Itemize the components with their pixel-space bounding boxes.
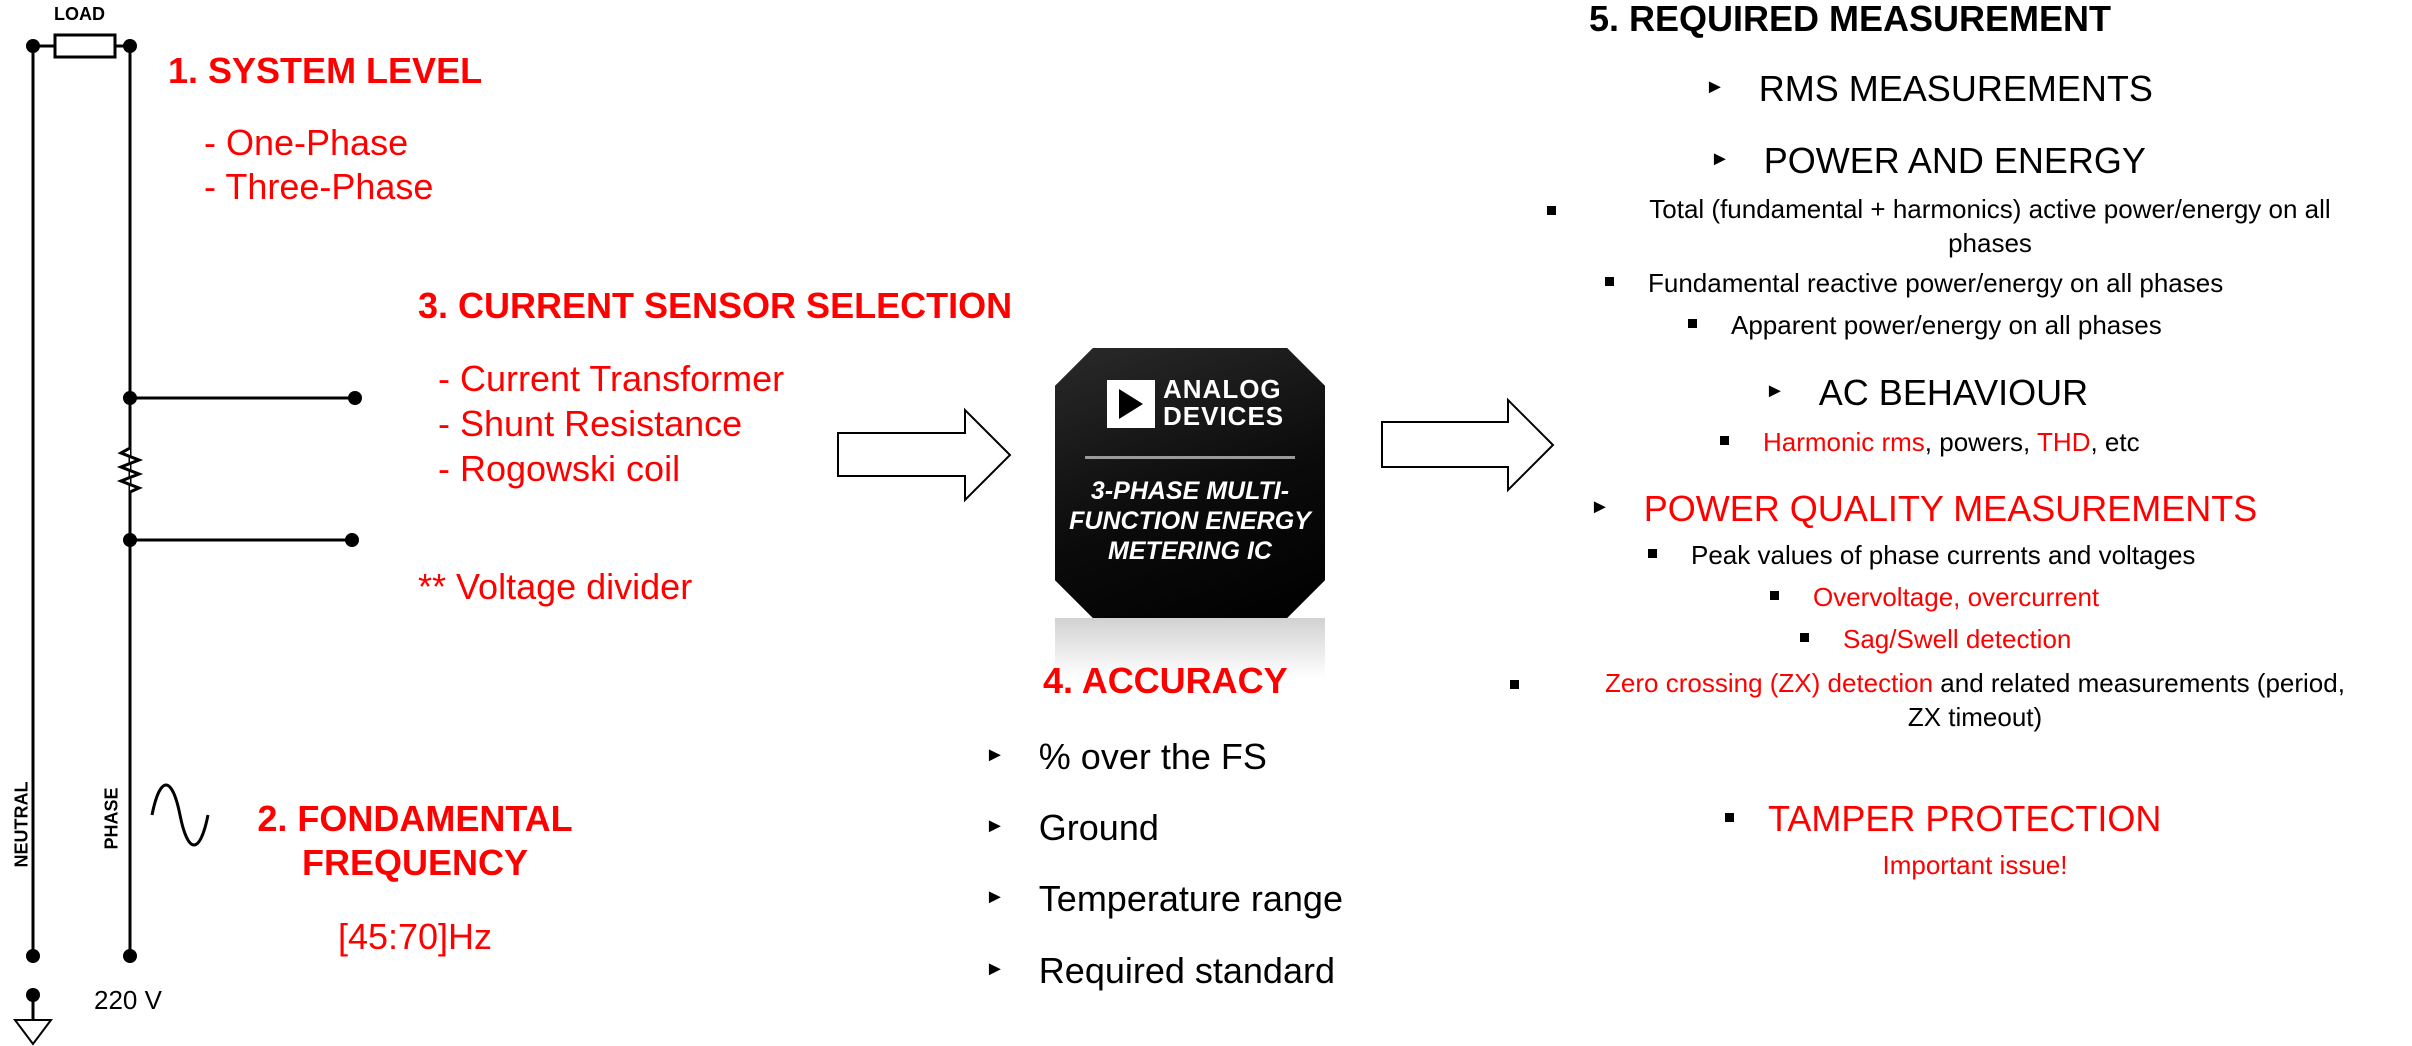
sine-wave-icon xyxy=(150,783,210,847)
square-bullet-icon xyxy=(1648,548,1657,558)
square-bullet-icon xyxy=(1770,590,1779,600)
power-quality-title: ►POWER QUALITY MEASUREMENTS xyxy=(1590,488,2258,529)
arrow-left-icon xyxy=(837,407,1012,503)
ground-icon xyxy=(13,1019,53,1046)
ac-behaviour-item: Harmonic rms, powers, THD, etc xyxy=(1720,427,2140,458)
required-measurement-title: 5. REQUIRED MEASUREMENT xyxy=(1588,0,2112,39)
triangle-bullet-icon: ► xyxy=(985,957,1005,980)
arrow-right-icon xyxy=(1381,397,1555,493)
square-bullet-icon xyxy=(1605,276,1614,286)
chip-brand-line1: ANALOG xyxy=(1163,374,1282,404)
power-energy-title: ►POWER AND ENERGY xyxy=(1710,140,2146,181)
square-bullet-icon xyxy=(1547,206,1556,215)
accuracy-item: ►Ground xyxy=(985,807,1159,848)
triangle-bullet-icon: ► xyxy=(1705,75,1725,98)
power-quality-over: Overvoltage, overcurrent xyxy=(1770,582,2099,613)
square-bullet-icon xyxy=(1510,680,1519,689)
system-level-item: - One-Phase xyxy=(204,122,409,163)
play-logo-icon xyxy=(1107,380,1155,428)
metering-ic-chip: ANALOG DEVICES 3-PHASE MULTI- FUNCTION E… xyxy=(1055,348,1325,618)
system-level-item: - Three-Phase xyxy=(204,166,434,207)
current-sensor-title: 3. CURRENT SENSOR SELECTION xyxy=(418,285,1013,326)
triangle-bullet-icon: ► xyxy=(985,885,1005,908)
shunt-resistor xyxy=(116,444,144,496)
accuracy-item: ►% over the FS xyxy=(985,736,1267,777)
load-resistor xyxy=(53,33,117,59)
voltage-divider-note: ** Voltage divider xyxy=(418,566,693,607)
tamper-protection-note: Important issue! xyxy=(1882,850,2068,880)
power-quality-sag: Sag/Swell detection xyxy=(1800,624,2071,655)
analog-devices-logo: ANALOG DEVICES xyxy=(1107,376,1283,436)
power-energy-item3: Apparent power/energy on all phases xyxy=(1688,310,2162,341)
power-quality-peak: Peak values of phase currents and voltag… xyxy=(1648,540,2195,571)
triangle-bullet-icon: ► xyxy=(1765,379,1785,402)
accuracy-title: 4. ACCURACY xyxy=(1043,660,1288,701)
square-bullet-icon xyxy=(1725,812,1734,822)
chip-divider xyxy=(1085,456,1295,459)
system-level-title: 1. SYSTEM LEVEL xyxy=(168,50,483,91)
frequency-title-line2: FREQUENCY xyxy=(301,842,529,883)
current-sensor-item: - Shunt Resistance xyxy=(438,403,743,444)
power-energy-item1: Total (fundamental + harmonics) active p… xyxy=(1545,192,2395,260)
tamper-protection-title: TAMPER PROTECTION xyxy=(1725,798,2161,840)
square-bullet-icon xyxy=(1688,318,1697,328)
voltage-label: 220 V xyxy=(94,985,162,1015)
ac-behaviour-title: ►AC BEHAVIOUR xyxy=(1765,372,2089,413)
chip-reflection xyxy=(1055,618,1325,678)
chip-text-line2: FUNCTION ENERGY xyxy=(1069,507,1311,535)
current-sensor-item: - Rogowski coil xyxy=(438,448,681,489)
rms-measurements: ►RMS MEASUREMENTS xyxy=(1705,68,2153,109)
power-energy-item2: Fundamental reactive power/energy on all… xyxy=(1605,268,2223,299)
power-quality-zx: Zero crossing (ZX) detection and related… xyxy=(1510,666,2410,734)
square-bullet-icon xyxy=(1800,632,1809,642)
chip-brand-line2: DEVICES xyxy=(1163,401,1285,431)
triangle-bullet-icon: ► xyxy=(1590,495,1610,518)
triangle-bullet-icon: ► xyxy=(1710,147,1730,170)
chip-text-line3: METERING IC xyxy=(1108,537,1272,565)
triangle-bullet-icon: ► xyxy=(985,814,1005,837)
accuracy-item: ►Temperature range xyxy=(985,878,1343,919)
load-label: LOAD xyxy=(54,4,105,24)
neutral-label: NEUTRAL xyxy=(11,781,32,868)
square-bullet-icon xyxy=(1720,435,1729,445)
triangle-bullet-icon: ► xyxy=(985,743,1005,766)
frequency-range: [45:70]Hz xyxy=(337,916,493,957)
accuracy-item: ►Required standard xyxy=(985,950,1335,991)
chip-text-line1: 3-PHASE MULTI- xyxy=(1090,477,1290,505)
frequency-title-line1: 2. FONDAMENTAL xyxy=(257,798,573,839)
phase-label: PHASE xyxy=(101,787,122,850)
current-sensor-item: - Current Transformer xyxy=(438,358,785,399)
